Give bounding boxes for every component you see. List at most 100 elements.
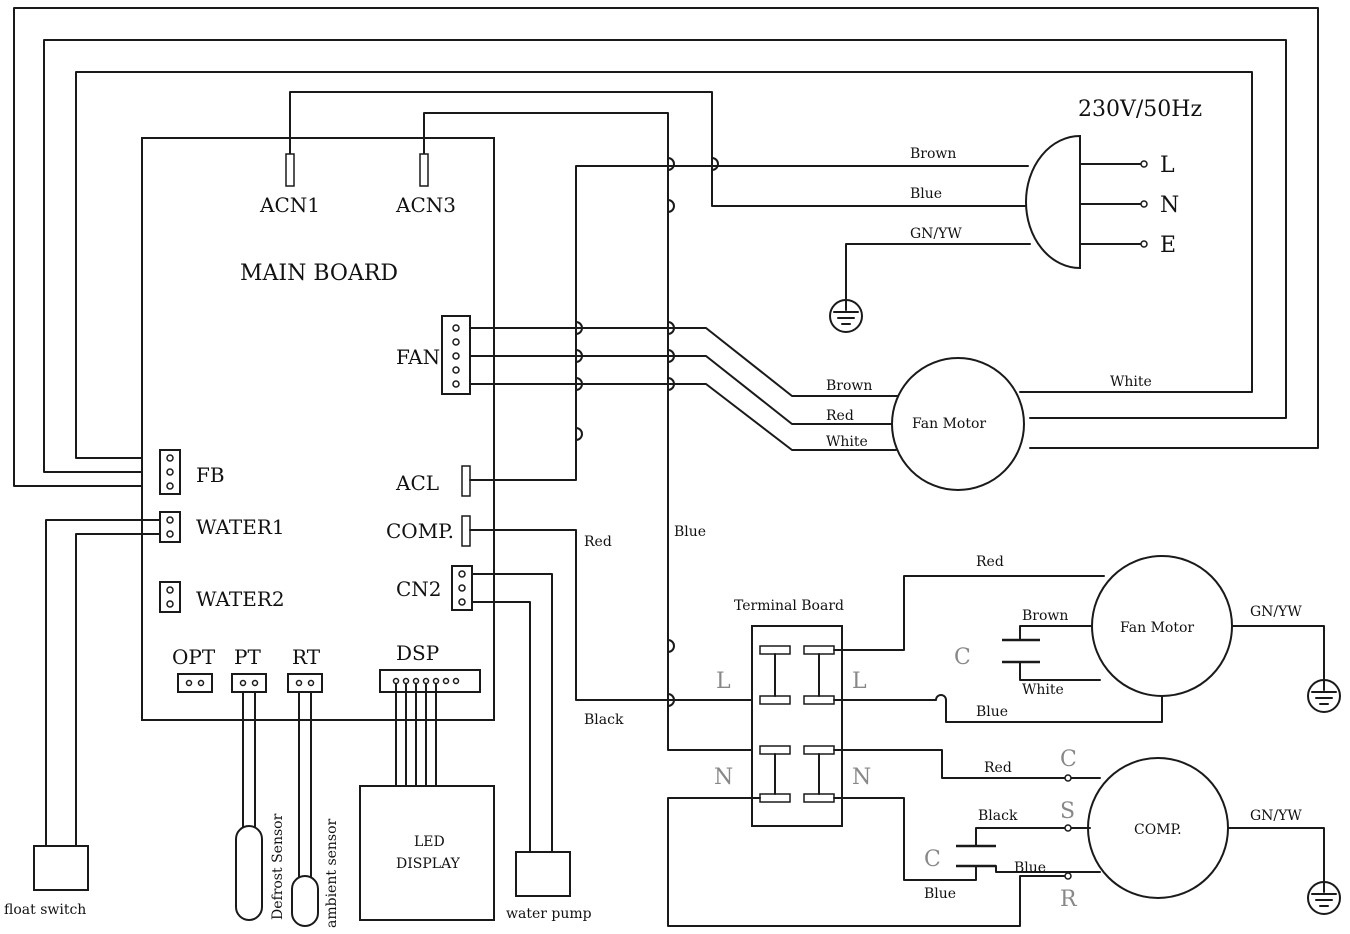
opt-connector [177,673,213,693]
dsp-wires [395,683,437,787]
wire-label-black-comp: Black [978,808,1018,824]
main-board-title: MAIN BOARD [240,261,398,286]
terminal-l-left: L [716,669,731,694]
acl-wire [469,165,1029,481]
wire-label-red-comp2: Red [984,760,1012,776]
float-switch-wire [45,519,161,847]
fan-label: FAN [396,345,440,369]
fb-wire-inner [75,71,1253,459]
acn1-wire [289,91,1029,207]
dsp-label: DSP [396,641,439,665]
fan-lower-ground-wire [1231,625,1325,681]
fan-lower-red-wire [833,575,1105,651]
pump-wire [471,573,553,853]
terminal-n-right: N [852,765,871,790]
plug-n-label: N [1160,193,1179,218]
wire-label-red-fan: Red [826,408,854,424]
fan-motor-top-label: Fan Motor [912,416,986,432]
wire-label-blue-comp2: Blue [924,886,956,902]
wire-label-brown-fan: Brown [826,378,872,394]
ground-wire-plug [845,243,1031,301]
wire-label-blue-comp: Blue [1014,860,1046,876]
comp-wire [469,529,753,701]
comp-blue-wire [995,865,1101,873]
water-pump [515,851,571,897]
float-switch-label: float switch [4,902,86,918]
ground-icon [829,299,863,333]
ground-icon-fan [1307,679,1341,713]
wire-label-white-fan2: White [1022,682,1064,698]
wire-label-gnyw-comp: GN/YW [1250,808,1302,824]
fan-cap-mark: C [954,645,971,670]
plug-l-label: L [1160,153,1175,178]
wire-label-gnyw-power: GN/YW [910,226,962,242]
wire-label-red-comp: Red [584,534,612,550]
fan-wire-white [469,383,897,451]
terminal-n-left: N [714,765,733,790]
terminal-contacts [759,645,835,803]
wire-label-white-loop: White [1110,374,1152,390]
wire-label-white-fan: White [826,434,868,450]
cn2-label: CN2 [396,577,442,601]
led-display-line2: DISPLAY [396,856,461,872]
plug-e-label: E [1160,233,1176,258]
fb-wire-outer [13,7,1319,487]
acl-connector [461,465,471,497]
wire-label-blue-acn3: Blue [674,524,706,540]
water2-connector [159,581,181,613]
wire-label-blue-fan2: Blue [976,704,1008,720]
terminal-l-right: L [852,669,867,694]
comp-ground-wire [1227,827,1325,883]
acn3-label: ACN3 [395,193,456,217]
fan-capacitor [1002,638,1040,664]
wire-label-black: Black [584,712,624,728]
fan-motor-lower-label: Fan Motor [1120,620,1194,636]
defrost-sensor [235,825,263,921]
fan-lower-blue-wire [833,694,1163,723]
comp-cap-mark: C [924,847,941,872]
terminal-board-label: Terminal Board [734,598,844,614]
comp-c-mark: C [1060,747,1077,772]
comp-black-wire [833,797,1091,881]
led-display-line1: LED [414,834,445,850]
wire-label-gnyw-fan2: GN/YW [1250,604,1302,620]
main-board [141,137,495,721]
opt-label: OPT [172,645,216,669]
fan-wire-red [469,355,893,425]
fan-lower-cap-wire [1019,625,1101,681]
comp-label: COMP. [386,519,454,543]
led-display [359,785,495,921]
water1-label: WATER1 [196,515,285,539]
comp-red-wire [833,749,1101,779]
wire-label-brown-power: Brown [910,146,956,162]
comp-capacitor [956,844,996,868]
fb-wire-middle [43,39,1287,473]
float-switch [33,845,89,891]
comp-connector [461,515,471,547]
acn1-connector [285,153,295,187]
power-plug [1025,134,1081,270]
terminal-board [751,625,843,827]
rt-label: RT [292,645,321,669]
ground-icon-comp [1307,881,1341,915]
fb-label: FB [196,463,225,487]
comp-r-mark: R [1060,887,1078,912]
acl-label: ACL [395,471,439,495]
wire-label-blue-power: Blue [910,186,942,202]
wire-label-brown-fan2: Brown [1022,608,1068,624]
ambient-sensor-label: ambient sensor [324,818,340,928]
acn3-connector [419,153,429,187]
compressor-label: COMP. [1134,822,1182,838]
wire-label-red-fan2: Red [976,554,1004,570]
pt-label: PT [234,645,261,669]
power-title: 230V/50Hz [1078,97,1202,122]
fan-motor-top [891,357,1025,491]
water-pump-label: water pump [506,906,592,922]
comp-s-mark: S [1060,799,1075,824]
rt-connector [287,673,323,693]
ambient-sensor [291,875,319,927]
fan-wire-brown [469,327,901,397]
n-loop-wire [667,797,1065,927]
water1-connector [159,511,181,543]
acn1-label: ACN1 [259,193,320,217]
